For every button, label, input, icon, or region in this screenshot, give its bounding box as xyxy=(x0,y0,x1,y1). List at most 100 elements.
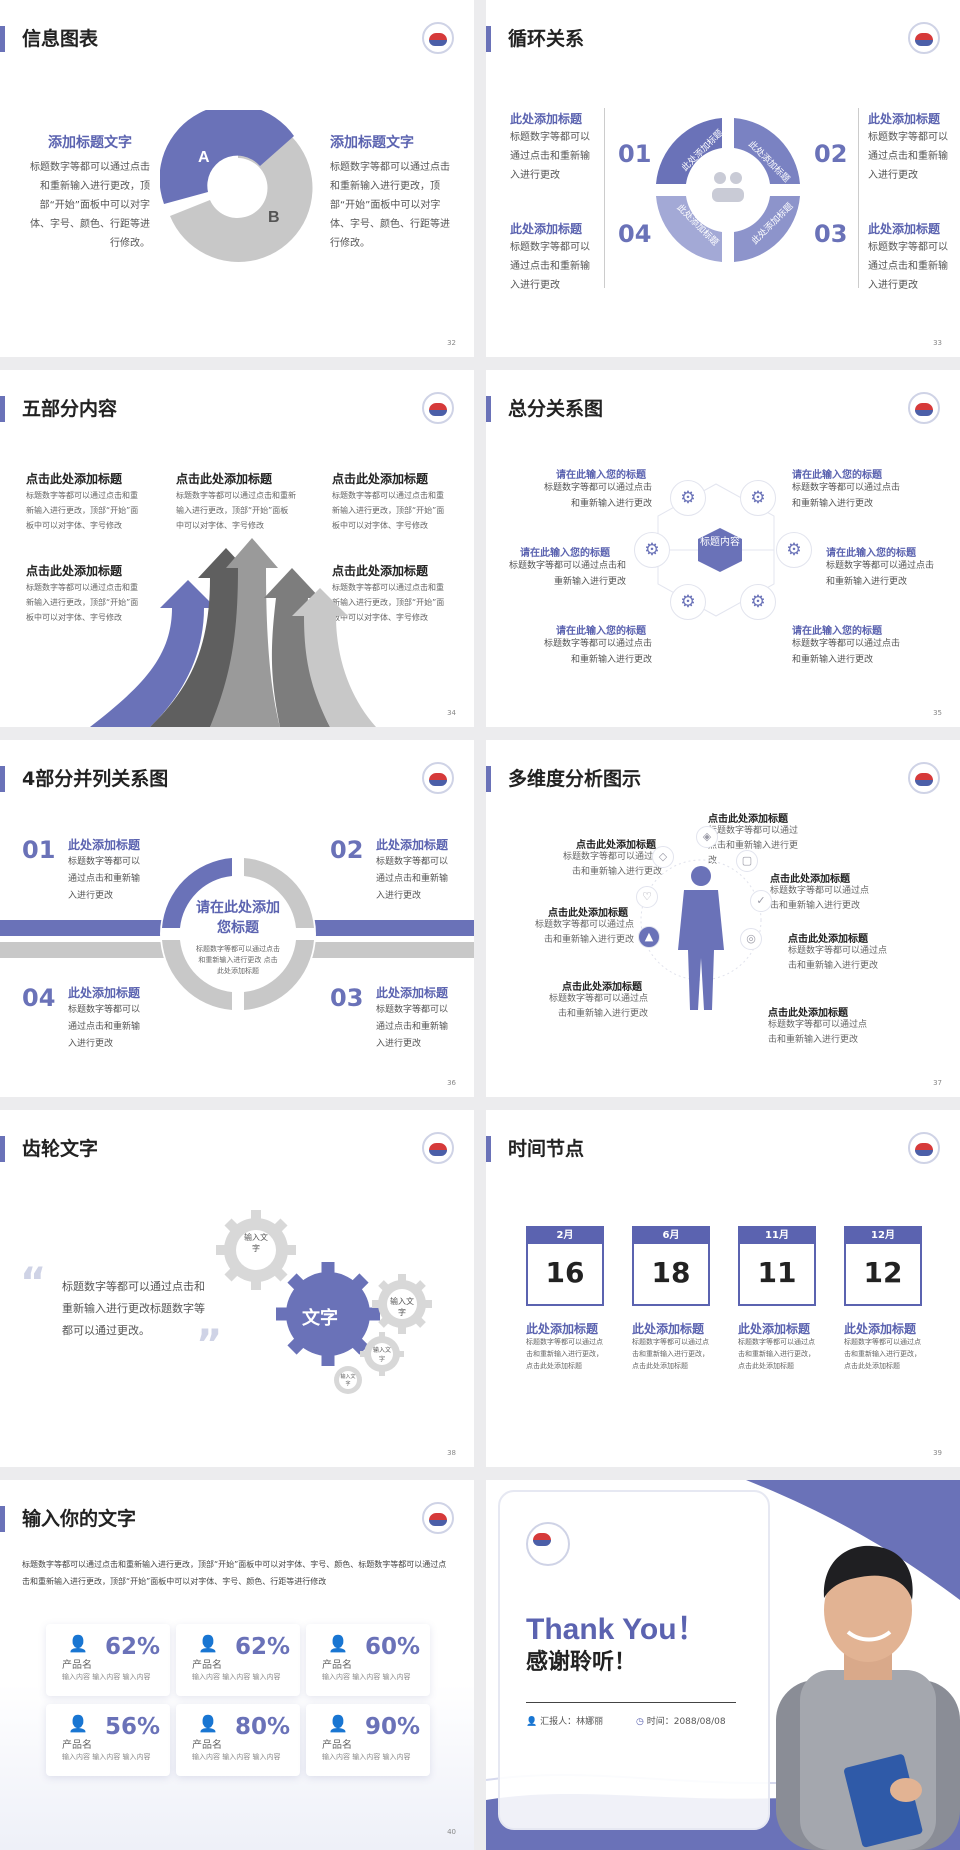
open-quote-icon: “ xyxy=(20,1260,47,1306)
team-icon xyxy=(712,172,744,202)
card-subtext: 输入内容 输入内容 输入内容 xyxy=(62,1753,151,1761)
stat-percent: 62% xyxy=(104,1634,160,1660)
right-heading: 添加标题文字 xyxy=(330,135,414,151)
item-4-number: 04 xyxy=(618,220,652,248)
card-subtext: 输入内容 输入内容 输入内容 xyxy=(192,1753,281,1761)
card-subtext: 输入内容 输入内容 输入内容 xyxy=(322,1673,411,1681)
item-1-heading: 此处添加标题 xyxy=(68,838,141,852)
product-name: 产品名 xyxy=(62,1740,92,1751)
time-row: ◷ 时间：2088/08/08 xyxy=(636,1714,726,1727)
product-name: 产品名 xyxy=(192,1740,222,1751)
thank-you-title: Thank You！ xyxy=(526,1613,707,1646)
slide-34: 五部分内容 点击此处添加标题 标题数字等都可以通过点击和重新输入进行更改，顶部“… xyxy=(0,370,474,727)
item-1-text: 标题数字等都可以通过点击和重新输入进行更改 xyxy=(708,826,799,866)
gear-icon: ⚙ xyxy=(670,584,706,620)
person-silhouette-icon xyxy=(640,859,762,1010)
item-2-number: 02 xyxy=(814,140,848,168)
item-1-text: 标题数字等都可以通过点击和重新输入进行更改 xyxy=(510,132,590,181)
item-4-number: 04 xyxy=(22,984,56,1012)
item-2-text: 标题数字等都可以通过点击和重新输入进行更改，点击此处添加标题 xyxy=(632,1338,709,1370)
gear-icon: ⚙ xyxy=(776,532,812,568)
cycle-segment-3 xyxy=(734,196,800,262)
item-3-heading: 此处添加标题 xyxy=(868,222,941,236)
slide-title: 循环关系 xyxy=(508,28,585,50)
stat-percent: 90% xyxy=(364,1714,420,1740)
item-1-text: 标题数字等都可以通过点击和重新输入进行更改 xyxy=(68,857,141,901)
calendar-day: 11 xyxy=(757,1256,797,1289)
item-2-heading: 此处添加标题 xyxy=(632,1322,705,1336)
user-icon: 👤 xyxy=(328,1714,348,1733)
item-2-heading: 此处添加标题 xyxy=(868,112,941,126)
item-7-heading: 点击此处添加标题 xyxy=(768,1008,848,1019)
slide-title: 信息图表 xyxy=(22,28,99,50)
diamond-icon: ◇ xyxy=(652,846,674,868)
stat-card: 👤62%产品名输入内容 输入内容 输入内容 xyxy=(46,1624,170,1696)
ring-graphic xyxy=(160,856,316,1012)
heart-icon: ♡ xyxy=(636,886,658,908)
gear-a-label: 输入文字 xyxy=(244,1233,268,1253)
item-4-text: 标题数字等都可以通过点击和重新输入进行更改，顶部“开始”面板中可以对字体、字号修… xyxy=(26,583,139,622)
item-6-text: 标题数字等都可以通过点击和重新输入进行更改 xyxy=(788,946,888,971)
title-bar xyxy=(0,396,5,422)
item-4-heading: 点击此处添加标题 xyxy=(562,982,642,993)
item-3-heading: 点击此处添加标题 xyxy=(548,908,628,919)
item-1-number: 01 xyxy=(22,836,56,864)
item-1-heading: 点击此处添加标题 xyxy=(26,472,123,486)
calendar-day: 16 xyxy=(545,1256,585,1289)
close-quote-icon: ” xyxy=(196,1322,223,1368)
arrow-5 xyxy=(292,588,376,727)
item-2-heading: 点击此处添加标题 xyxy=(176,472,273,486)
page-number: 37 xyxy=(933,1079,942,1087)
item-3-heading: 此处添加标题 xyxy=(738,1322,811,1336)
arrows-graphic xyxy=(90,538,376,727)
card-subtext: 输入内容 输入内容 输入内容 xyxy=(62,1673,151,1681)
gear-icon: ⚙ xyxy=(634,532,670,568)
slide-title: 总分关系图 xyxy=(508,398,604,420)
slide-title: 4部分并列关系图 xyxy=(22,768,169,790)
item-3-heading: 此处添加标题 xyxy=(376,986,449,1000)
item-3-heading: 请在此输入您的标题 xyxy=(520,548,610,559)
item-5-text: 标题数字等都可以通过点击和重新输入进行更改，顶部“开始”面板中可以对字体、字号修… xyxy=(332,583,445,622)
calendar-month: 11月 xyxy=(740,1228,814,1244)
gear-small-top xyxy=(216,1210,296,1290)
gear-icon: ⚙ xyxy=(740,584,776,620)
arrow-1 xyxy=(90,580,216,727)
thank-you-subtitle: 感谢聆听！ xyxy=(526,1650,637,1675)
product-name: 产品名 xyxy=(322,1740,352,1751)
cycle-segment-2 xyxy=(734,118,800,184)
item-3-text: 标题数字等都可以通过点击和重新输入进行更改，点击此处添加标题 xyxy=(738,1338,815,1370)
title-bar xyxy=(0,1136,5,1162)
item-1-heading: 此处添加标题 xyxy=(526,1322,599,1336)
page-number: 35 xyxy=(933,709,942,717)
school-logo-icon xyxy=(526,1522,570,1566)
cycle-diagram: 此处添加标题 此处添加标题 此处添加标题 此处添加标题 xyxy=(656,118,800,262)
school-logo-icon xyxy=(908,22,940,54)
user-icon: 👤 xyxy=(68,1714,88,1733)
calendar-day: 12 xyxy=(863,1256,903,1289)
calendar-month: 2月 xyxy=(528,1228,602,1244)
title-bar xyxy=(486,396,491,422)
school-logo-icon xyxy=(422,392,454,424)
school-logo-icon xyxy=(908,762,940,794)
page-number: 36 xyxy=(447,1079,456,1087)
card-subtext: 输入内容 输入内容 输入内容 xyxy=(192,1673,281,1681)
user-icon: 👤 xyxy=(198,1714,218,1733)
user-icon: 👤 xyxy=(526,1717,541,1727)
card-subtext: 输入内容 输入内容 输入内容 xyxy=(322,1753,411,1761)
item-3-text: 标题数字等都可以通过点击和重新输入进行更改 xyxy=(868,242,948,291)
slide-38: 齿轮文字 “ 标题数字等都可以通过点击和重新输入进行更改标题数字等都可以通过更改… xyxy=(0,1110,474,1467)
stat-card: 👤60%产品名输入内容 输入内容 输入内容 xyxy=(306,1624,430,1696)
item-7-text: 标题数字等都可以通过点击和重新输入进行更改 xyxy=(768,1020,868,1045)
item-5-heading: 点击此处添加标题 xyxy=(332,564,429,578)
stat-percent: 80% xyxy=(234,1714,290,1740)
gear-bottom-right xyxy=(360,1332,404,1376)
item-3-heading: 点击此处添加标题 xyxy=(332,472,429,486)
left-text: 标题数字等都可以通过点击和重新输入进行更改，顶部“开始”面板中可以对字体、字号、… xyxy=(30,162,150,249)
slide-35: 总分关系图 请在此输入您的标题 标题数字等都可以通过点击和重新输入进行更改 请在… xyxy=(486,370,960,727)
gear-main xyxy=(276,1262,380,1366)
cycle-segment-1 xyxy=(656,118,722,184)
donut-chart: A B xyxy=(160,110,313,262)
left-heading: 添加标题文字 xyxy=(48,135,132,151)
